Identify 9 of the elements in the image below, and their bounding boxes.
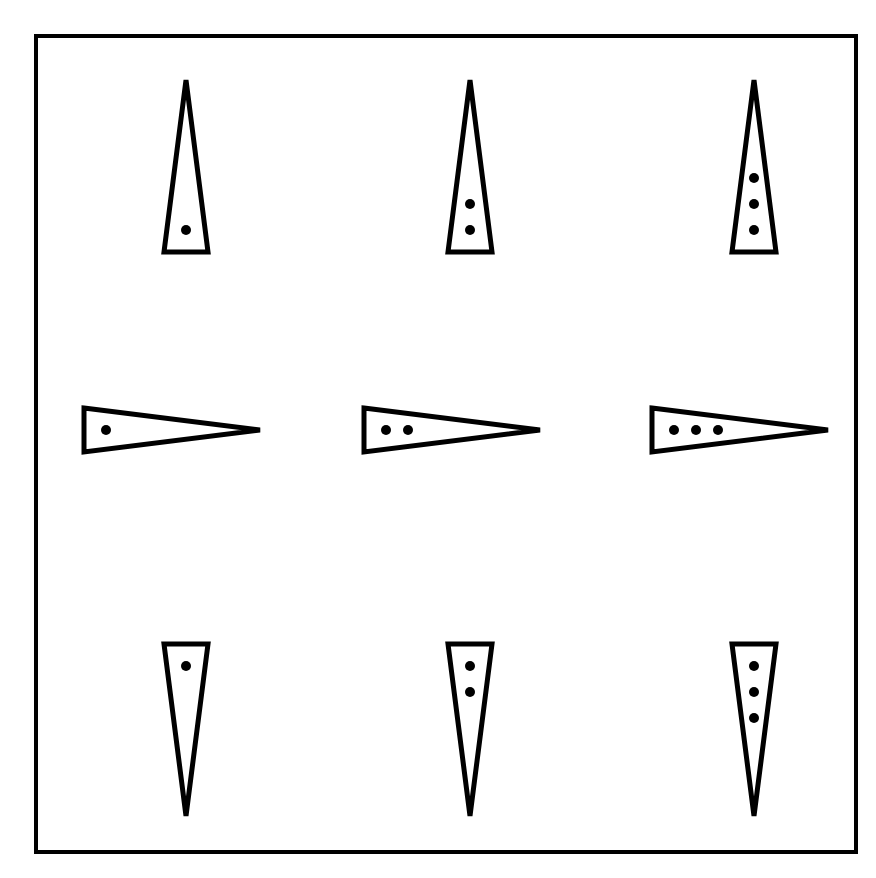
triangle-with-dots-drawing bbox=[446, 78, 494, 254]
triangle-with-dots-drawing bbox=[730, 78, 778, 254]
triangle-with-dots-drawing bbox=[730, 642, 778, 818]
triangle-with-dots-drawing bbox=[82, 406, 262, 454]
triangle-with-dots-drawing bbox=[446, 642, 494, 818]
triangle-with-dots-drawing bbox=[162, 78, 210, 254]
triangle-with-dots-drawing bbox=[362, 406, 542, 454]
triangle-with-dots-drawing bbox=[650, 406, 830, 454]
triangle-with-dots-drawing bbox=[162, 642, 210, 818]
